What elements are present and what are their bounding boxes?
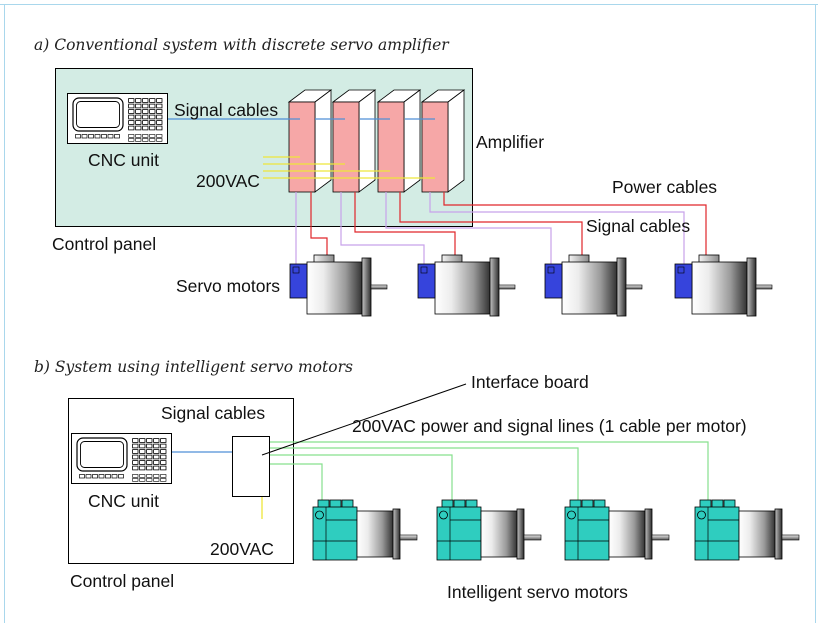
panel-b-title: b) System using intelligent servo motors	[34, 358, 353, 376]
interface-board-icon	[232, 436, 270, 497]
panel-a-title: a) Conventional system with discrete ser…	[34, 36, 450, 54]
interface-board-pointer	[261, 383, 467, 456]
interface-board-label: Interface board	[471, 372, 589, 392]
vac-label: 200VAC	[196, 171, 260, 191]
amplifier-icon	[288, 89, 332, 193]
control-panel-label: Control panel	[52, 234, 156, 254]
ac-power-lines	[263, 156, 435, 179]
cnc-unit-icon	[66, 92, 169, 145]
power-and-signal-line	[270, 441, 709, 500]
panel-a: a) Conventional system with discrete ser…	[34, 36, 773, 317]
cnc-unit-label: CNC unit	[88, 150, 159, 170]
signal-cables-label: Signal cables	[161, 403, 265, 423]
servo-motors-label: Servo motors	[176, 276, 280, 296]
power-and-signal-line	[270, 463, 323, 500]
amplifier-icon	[332, 89, 376, 193]
power-cable	[443, 192, 707, 255]
motor-signal-cables	[295, 192, 685, 264]
power-and-signal-line	[270, 454, 453, 500]
intelligent-servo-motor-icon	[436, 499, 542, 561]
intelligent-servo-motor-icon	[564, 499, 670, 561]
motor-signal-cables-label: Signal cables	[586, 216, 690, 236]
motor-signal-cable	[340, 192, 425, 264]
control-panel-label: Control panel	[70, 571, 174, 591]
amplifier-icon	[421, 89, 465, 193]
power-and-signal-line	[270, 447, 579, 500]
vac-label: 200VAC	[210, 539, 274, 559]
signal-cables-label: Signal cables	[174, 100, 278, 120]
power-and-signal-lines-label: 200VAC power and signal lines (1 cable p…	[352, 416, 747, 436]
power-and-signal-lines	[270, 441, 709, 500]
amplifier-label: Amplifier	[476, 132, 544, 152]
power-cable	[310, 192, 328, 255]
amplifier-icon	[377, 89, 421, 193]
intelligent-servo-motor-icon	[312, 499, 418, 561]
panel-b: b) System using intelligent servo motors…	[34, 358, 800, 602]
power-cables	[310, 192, 707, 255]
cnc-unit-label: CNC unit	[88, 491, 159, 511]
servo-motor-icon	[674, 254, 773, 317]
figure-frame	[0, 4, 818, 623]
cnc-unit-icon	[70, 432, 173, 485]
motor-signal-cable	[429, 192, 685, 264]
servo-motor-icon	[544, 254, 643, 317]
power-cable	[399, 192, 583, 255]
intelligent-servo-motors-label: Intelligent servo motors	[447, 582, 628, 602]
intelligent-servo-motor-icon	[694, 499, 800, 561]
servo-motor-icon	[417, 254, 516, 317]
power-cables-label: Power cables	[612, 177, 717, 197]
power-cable	[354, 192, 456, 255]
motor-signal-cable	[385, 192, 552, 264]
servo-motor-icon	[289, 254, 388, 317]
